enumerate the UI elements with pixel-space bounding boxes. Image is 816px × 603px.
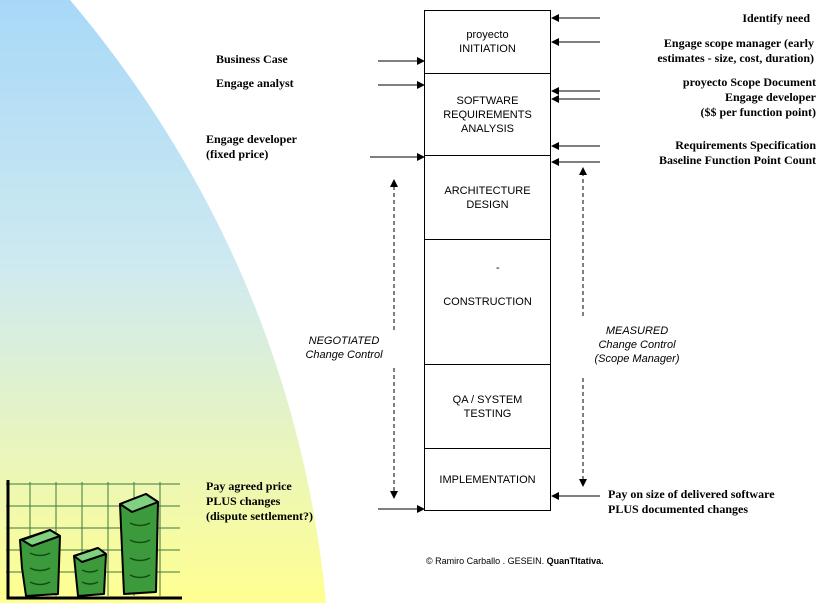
stage-requirements-line3: ANALYSIS xyxy=(461,122,514,135)
label-pay-size-line1: Pay on size of delivered software xyxy=(608,487,775,501)
stage-initiation: proyecto INITIATION xyxy=(424,10,551,73)
label-req-spec-group: Requirements Specification Baseline Func… xyxy=(659,138,816,168)
label-negotiated-change-control: NEGOTIATED Change Control xyxy=(300,334,388,362)
copyright-text: © Ramiro Carballo . GESEIN. xyxy=(426,556,547,566)
stage-implementation: IMPLEMENTATION xyxy=(424,448,551,511)
label-negotiated: NEGOTIATED xyxy=(308,335,380,347)
stage-requirements-line1: SOFTWARE xyxy=(456,94,519,107)
growth-chart-clipart xyxy=(6,480,182,600)
construction-mark: - xyxy=(496,262,500,274)
label-identify-need: Identify need xyxy=(742,11,810,25)
stage-construction: CONSTRUCTION xyxy=(424,239,551,364)
stage-implementation-line1: IMPLEMENTATION xyxy=(439,473,536,486)
label-pay-line2: PLUS changes xyxy=(206,494,281,508)
label-pay-on-size: Pay on size of delivered software PLUS d… xyxy=(608,487,775,517)
label-scope-document-group: proyecto Scope Document Engage developer… xyxy=(683,75,816,120)
label-engage-scope-line2: estimates - size, cost, duration) xyxy=(657,51,814,65)
label-per-function-point: ($$ per function point) xyxy=(700,105,816,119)
label-requirements-specification: Requirements Specification xyxy=(675,138,816,152)
label-negotiated-change: Change Control xyxy=(305,349,383,361)
stage-requirements-analysis: SOFTWARE REQUIREMENTS ANALYSIS xyxy=(424,73,551,155)
label-engage-developer-fixed: Engage developer (fixed price) xyxy=(206,132,297,162)
label-pay-line3: (dispute settlement?) xyxy=(206,509,313,523)
stage-initiation-line2: INITIATION xyxy=(459,43,516,55)
stage-qa-line2: TESTING xyxy=(463,407,512,420)
label-pay-line1: Pay agreed price xyxy=(206,479,292,493)
label-engage-developer-line1: Engage developer xyxy=(206,132,297,146)
copyright-brand: QuanTItativa. xyxy=(546,556,604,566)
label-engage-scope-line1: Engage scope manager (early xyxy=(663,36,814,50)
label-pay-size-line2: PLUS documented changes xyxy=(608,502,749,516)
label-measured-change-control: MEASURED Change Control (Scope Manager) xyxy=(582,324,692,366)
label-engage-developer-line2: (fixed price) xyxy=(206,147,269,161)
stage-requirements-line2: REQUIREMENTS xyxy=(443,108,532,121)
label-engage-scope-manager: Engage scope manager (early estimates - … xyxy=(657,36,814,66)
stage-architecture-line2: DESIGN xyxy=(466,198,509,211)
stage-initiation-line1: proyecto xyxy=(466,29,509,41)
stage-qa-line1: QA / SYSTEM xyxy=(452,393,523,406)
label-scope-manager: (Scope Manager) xyxy=(594,353,680,365)
label-measured: MEASURED xyxy=(605,325,669,337)
stage-architecture-line1: ARCHITECTURE xyxy=(444,184,531,197)
label-baseline-fp-count: Baseline Function Point Count xyxy=(658,153,816,167)
stage-qa-system-testing: QA / SYSTEM TESTING xyxy=(424,364,551,448)
copyright: © Ramiro Carballo . GESEIN. QuanTItativa… xyxy=(426,556,604,566)
label-engage-developer-right: Engage developer xyxy=(725,90,816,104)
label-measured-change: Change Control xyxy=(598,339,676,351)
label-scope-document: proyecto Scope Document xyxy=(682,75,816,89)
stage-architecture-design: ARCHITECTURE DESIGN xyxy=(424,155,551,239)
stage-construction-line1: CONSTRUCTION xyxy=(443,296,532,308)
label-engage-analyst: Engage analyst xyxy=(216,76,294,90)
label-pay-agreed-price: Pay agreed price PLUS changes (dispute s… xyxy=(206,479,313,524)
label-business-case: Business Case xyxy=(216,52,288,66)
